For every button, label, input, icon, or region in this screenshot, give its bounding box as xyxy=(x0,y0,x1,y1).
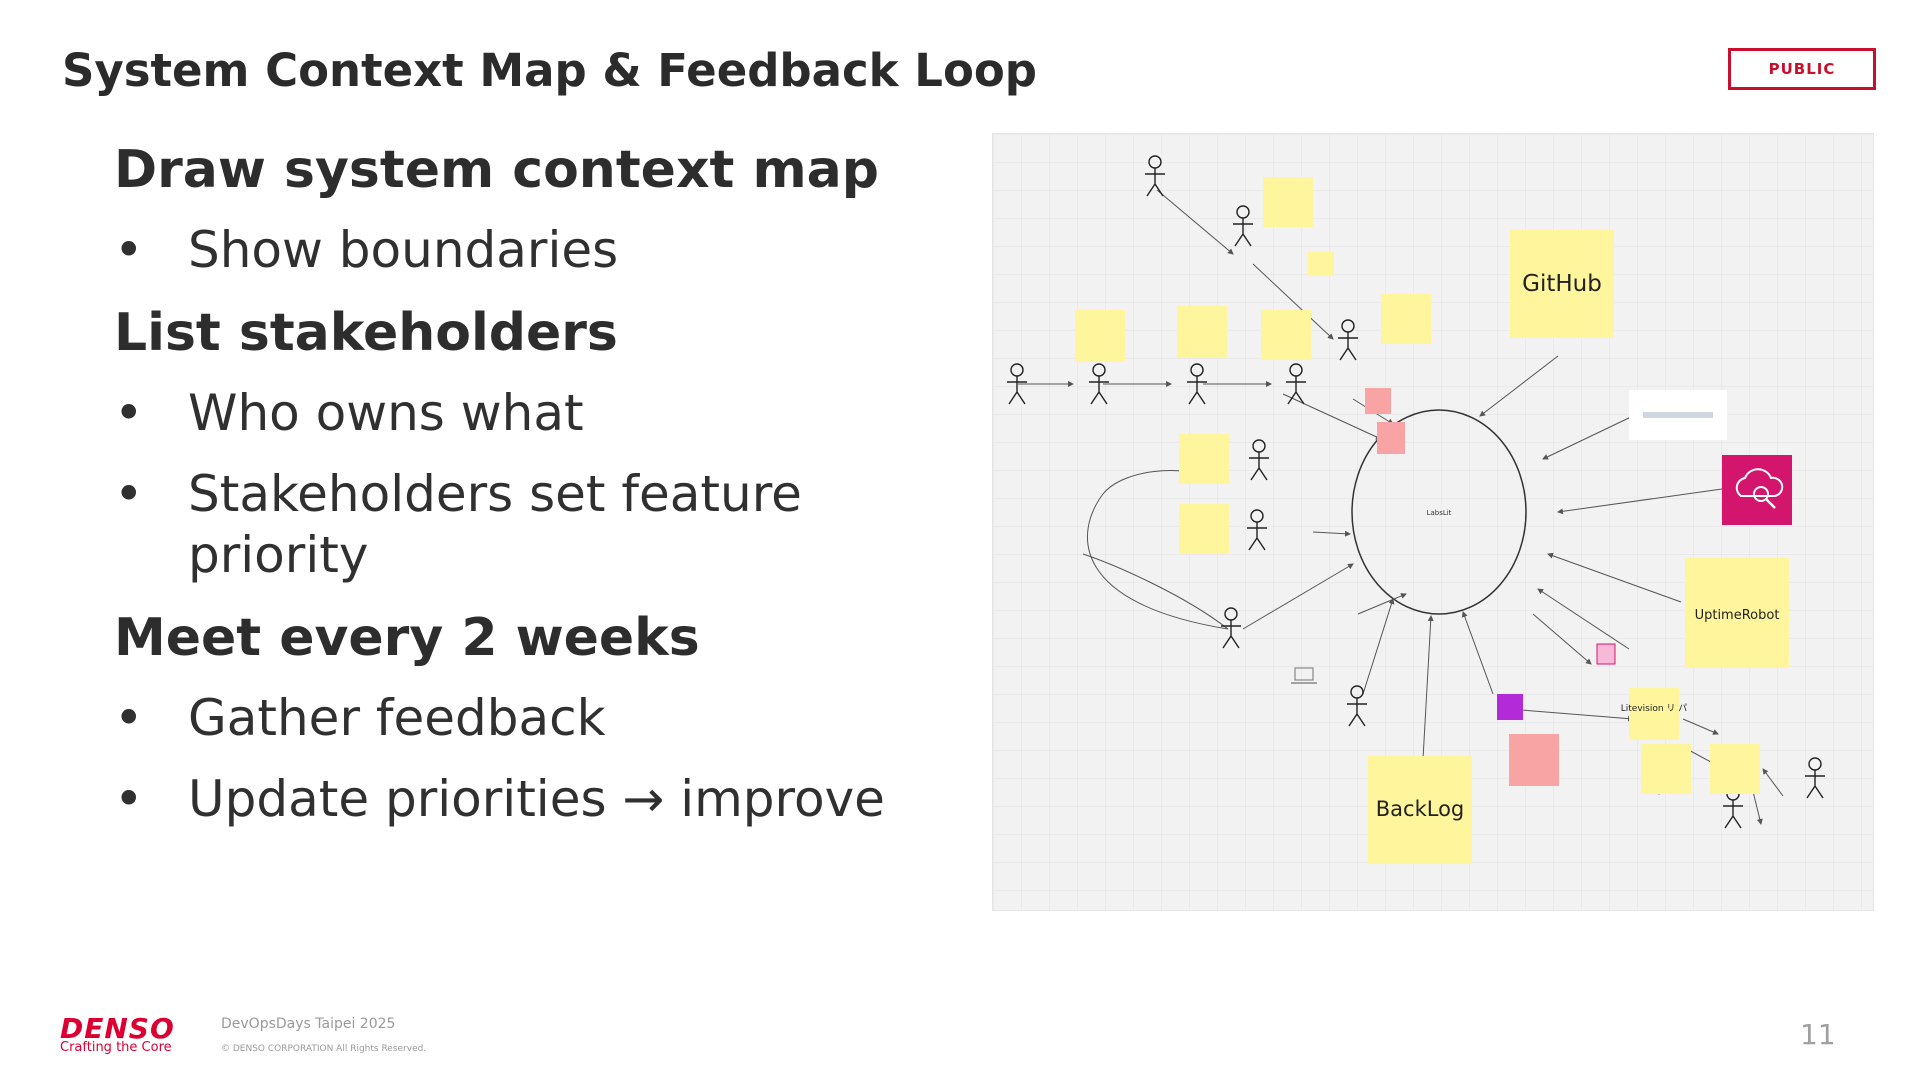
heading-meet: Meet every 2 weeks xyxy=(114,608,700,668)
sticky-litevision: Litevision リ パ xyxy=(1621,688,1688,740)
bullet-who-owns: Who owns what xyxy=(114,383,944,444)
heading-context-map: Draw system context map xyxy=(114,140,879,200)
feedback-loop-curve xyxy=(1086,470,1229,630)
laptop-icon xyxy=(1291,667,1317,684)
stakeholder-figures xyxy=(1007,155,1825,829)
footer-copyright: © DENSO CORPORATION All Rights Reserved. xyxy=(221,1044,427,1054)
denso-logo: DENSO xyxy=(60,1012,175,1045)
footer-event: DevOpsDays Taipei 2025 xyxy=(221,1016,396,1032)
sticky-github: GitHub xyxy=(1510,230,1614,338)
feedback-loop-curve-2 xyxy=(1082,553,1229,630)
system-center-label: LabsLit xyxy=(1427,509,1452,517)
heading-stakeholders: List stakeholders xyxy=(114,303,618,363)
connector-arrows xyxy=(1018,189,1784,825)
system-boundary-circle xyxy=(1351,409,1527,615)
sticky-backlog: BackLog xyxy=(1368,756,1472,864)
slide-title: System Context Map & Feedback Loop xyxy=(62,44,1037,97)
bullet-gather-feedback: Gather feedback xyxy=(114,688,944,749)
public-badge: PUBLIC xyxy=(1728,48,1876,90)
search-cloud-icon xyxy=(1722,455,1792,525)
sticky-uptimerobot: UptimeRobot xyxy=(1685,558,1789,668)
brain-service-icon xyxy=(1497,694,1523,720)
bullet-list: Draw system context map Show boundaries … xyxy=(114,138,944,850)
litevision-label: Litevision リ パ xyxy=(1621,703,1688,714)
alert-sticky-notes xyxy=(1365,388,1559,786)
context-map-svg: LabsLit xyxy=(993,134,1873,910)
denso-tagline: Crafting the Core xyxy=(60,1040,172,1055)
github-label: GitHub xyxy=(1522,271,1602,297)
uptimerobot-label: UptimeRobot xyxy=(1695,608,1780,623)
backlog-label: BackLog xyxy=(1376,797,1465,821)
small-sticky-notes xyxy=(1075,177,1760,794)
logo-card-mark xyxy=(1643,412,1713,418)
bullet-show-boundaries: Show boundaries xyxy=(114,220,944,281)
bullet-update-priorities: Update priorities → improve xyxy=(114,769,944,830)
bullet-feature-priority: Stakeholders set feature priority xyxy=(114,464,944,586)
context-map-diagram: LabsLit xyxy=(992,133,1874,911)
gear-service-icon xyxy=(1596,643,1616,665)
page-number: 11 xyxy=(1800,1018,1836,1051)
